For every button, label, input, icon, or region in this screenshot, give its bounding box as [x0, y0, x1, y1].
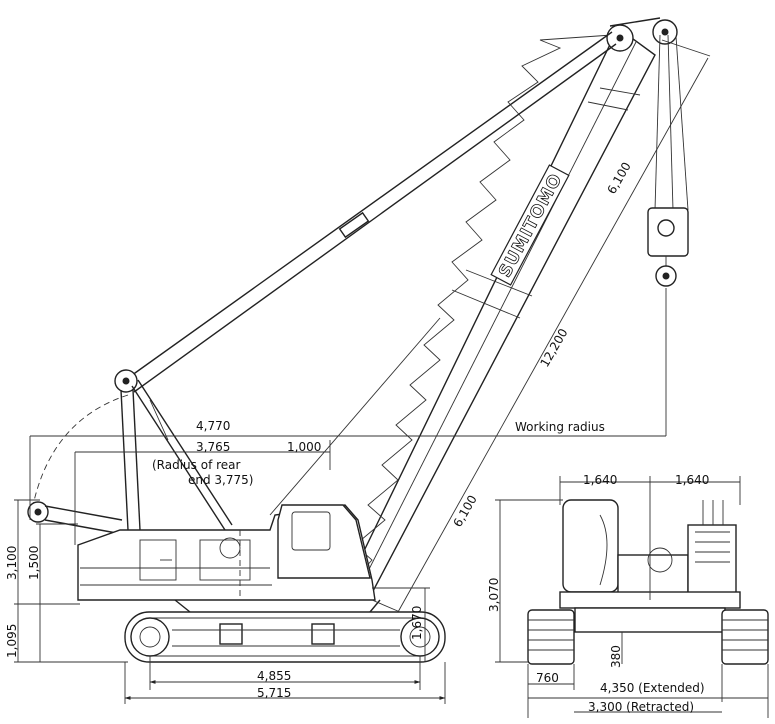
working-radius-label: Working radius: [515, 420, 605, 434]
dim-jib-6100: 6,100: [604, 160, 633, 197]
dim-380: 380: [609, 645, 623, 668]
operator-cab: [277, 504, 371, 579]
crawler: [124, 599, 446, 663]
dim-3300: 3,300 (Retracted): [588, 700, 694, 714]
dim-1670: 1,670: [410, 606, 424, 640]
hook-block: [647, 34, 689, 287]
tail-swing-arc: [31, 394, 129, 511]
pendant-lines: [127, 31, 617, 516]
upper-structure: [77, 504, 376, 601]
dim-4855: 4,855: [257, 669, 291, 683]
rear-radius-line2: end 3,775): [188, 473, 253, 487]
rear-track-left: [527, 609, 575, 665]
boom-length-dim: [397, 57, 709, 613]
rear-view: 1,640 1,640 3,070 380 760 4,350 (Extende…: [487, 473, 769, 718]
dim-760: 760: [536, 671, 559, 685]
dim-5715: 5,715: [257, 686, 291, 700]
dim-1500: 1,500: [27, 546, 41, 580]
dim-4350: 4,350 (Extended): [600, 681, 705, 695]
rear-radius-line1: (Radius of rear: [152, 458, 241, 472]
dim-1095: 1,095: [5, 624, 19, 658]
rear-track-right: [721, 609, 769, 665]
dim-boom-12200: 12,200: [537, 326, 570, 369]
dim-3100: 3,100: [5, 546, 19, 580]
dim-4770: 4,770: [196, 419, 230, 433]
dim-1640-left: 1,640: [583, 473, 617, 487]
boom-head: [606, 17, 678, 52]
dim-1000: 1,000: [287, 440, 321, 454]
dim-1640-right: 1,640: [675, 473, 709, 487]
gantry: [114, 369, 233, 531]
dim-3765: 3,765: [196, 440, 230, 454]
dim-3070: 3,070: [487, 578, 501, 612]
rear-counterweight: [562, 499, 619, 593]
